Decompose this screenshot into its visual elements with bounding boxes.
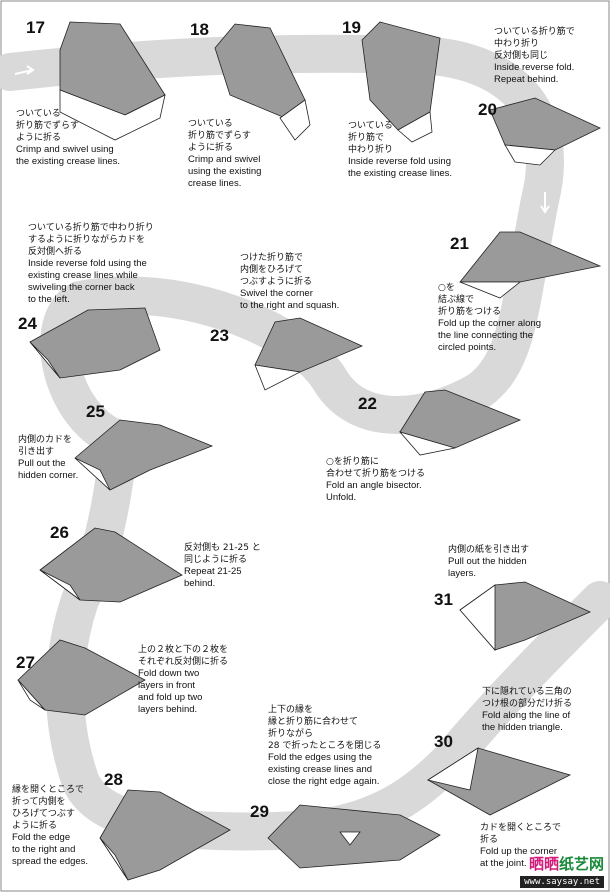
model-31 [459,581,591,652]
caption-22: ○を折り筋に 合わせて折り筋をつける Fold an angle bisecto… [326,456,425,504]
caption-30: 下に隠れている三角の つけ根の部分だけ折る Fold along the lin… [482,686,572,734]
caption-20: ついている折り筋で 中わり折り 反対側も同じ Inside reverse fo… [494,26,575,86]
caption-30b-en: Fold up the corner at the joint. [480,846,558,869]
caption-17-en: Crimp and swivel using the existing crea… [16,144,121,167]
step-number-19: 19 [342,18,361,37]
step-number-17: 17 [26,18,45,37]
step-number-28: 28 [104,770,123,789]
model-21 [459,231,602,299]
model-19 [361,21,441,143]
caption-21: ○を 結ぶ線で 折り筋をつける Fold up the corner along… [438,282,541,354]
caption-23-en: Swivel the corner to the right and squas… [240,288,340,311]
step-number-25: 25 [86,402,105,421]
caption-20-jp: ついている折り筋で 中わり折り 反対側も同じ [494,27,575,61]
caption-26-en: Repeat 21-25 behind. [184,566,242,589]
caption-23-jp: つけた折り筋で 内側をひろげて つぶすように折る [240,253,313,287]
step-number-22: 22 [358,394,377,413]
caption-30-jp: 下に隠れている三角の つけ根の部分だけ折る [482,687,573,709]
model-27 [17,639,146,716]
caption-31-jp: 内側の紙を引き出す [448,545,530,555]
caption-30-en: Fold along the line of the hidden triang… [482,710,571,733]
caption-27-jp: 上の２枚と下の２枚を それぞれ反対側に折る [138,645,229,667]
caption-29-en: Fold the edges using the existing crease… [268,752,380,787]
step-number-21: 21 [450,234,469,253]
caption-17-jp: ついている 折り筋でずらす ように折る [16,109,79,143]
caption-25-jp: 内側のカドを 引き出す [18,435,73,457]
caption-20-en: Inside reverse fold. Repeat behind. [494,62,575,85]
step-number-29: 29 [250,802,269,821]
caption-27-en: Fold down two layers in front and fold u… [138,668,203,715]
caption-17: ついている 折り筋でずらす ように折る Crimp and swivel usi… [16,108,120,168]
caption-28-en: Fold the edge to the right and spread th… [12,832,89,867]
caption-28: 縁を開くところで 折って内側を ひろげてつぶす ように折る Fold the e… [12,784,88,868]
caption-21-jp: ○を 結ぶ線で 折り筋をつける [438,283,502,317]
caption-24: ついている折り筋で中わり折り するように折りながらカドを 反対側へ折る Insi… [28,222,154,306]
caption-30b-jp: カドを開くところで 折る [480,823,562,845]
caption-18: ついている 折り筋でずらす ように折る Crimp and swivel usi… [188,118,261,190]
model-20 [489,97,601,166]
model-25 [74,419,214,491]
caption-24-jp: ついている折り筋で中わり折り するように折りながらカドを 反対側へ折る [28,223,154,257]
flow-arrows [14,65,550,214]
caption-24-en: Inside reverse fold using the existing c… [28,258,147,305]
step-number-27: 27 [16,653,35,672]
caption-23: つけた折り筋で 内側をひろげて つぶすように折る Swivel the corn… [240,252,339,312]
caption-21-en: Fold up the corner along the line connec… [438,318,541,353]
model-28 [99,789,231,881]
step-number-30: 30 [434,732,453,751]
caption-19: ついている 折り筋で 中わり折り Inside reverse fold usi… [348,120,452,180]
watermark-part-b: 纸艺网 [558,855,604,873]
model-29 [267,804,441,869]
caption-18-jp: ついている 折り筋でずらす ように折る [188,119,251,153]
model-30 [426,747,572,816]
step-number-20: 20 [478,100,497,119]
model-24 [29,307,161,379]
caption-26-jp: 反対側も 21-25 と 同じように折る [184,543,261,565]
step-number-18: 18 [190,20,209,39]
caption-29: 上下の縁を 縁と折り筋に合わせて 折りながら 28 で折ったところを閉じる Fo… [268,704,381,788]
watermark-part-a: 晒晒 [528,855,559,873]
model-23 [254,317,364,391]
model-22 [398,389,522,456]
watermark-url: www.saysay.net [520,876,604,888]
step-number-24: 24 [18,314,37,333]
caption-27: 上の２枚と下の２枚を それぞれ反対側に折る Fold down two laye… [138,644,228,716]
caption-28-jp: 縁を開くところで 折って内側を ひろげてつぶす ように折る [12,785,85,831]
caption-26: 反対側も 21-25 と 同じように折る Repeat 21-25 behind… [184,542,261,590]
caption-22-en: Fold an angle bisector. Unfold. [326,480,422,503]
caption-25: 内側のカドを 引き出す Pull out the hidden corner. [18,434,78,482]
caption-19-jp: ついている 折り筋で 中わり折り [348,121,394,155]
model-18 [214,23,311,141]
caption-22-jp: ○を折り筋に 合わせて折り筋をつける [326,457,426,479]
caption-29-jp: 上下の縁を 縁と折り筋に合わせて 折りながら 28 で折ったところを閉じる [268,705,382,751]
caption-19-en: Inside reverse fold using the existing c… [348,156,453,179]
step-number-31: 31 [434,590,453,609]
model-17 [59,21,166,141]
step-number-26: 26 [50,523,69,542]
caption-31: 内側の紙を引き出す Pull out the hidden layers. [448,544,529,580]
caption-18-en: Crimp and swivel using the existing crea… [188,154,262,189]
caption-30b: カドを開くところで 折る Fold up the corner at the j… [480,822,561,870]
caption-25-en: Pull out the hidden corner. [18,458,79,481]
caption-31-en: Pull out the hidden layers. [448,556,527,579]
model-26 [39,527,183,603]
step-number-23: 23 [210,326,229,345]
watermark-logo: 晒晒纸艺网 [529,853,604,874]
